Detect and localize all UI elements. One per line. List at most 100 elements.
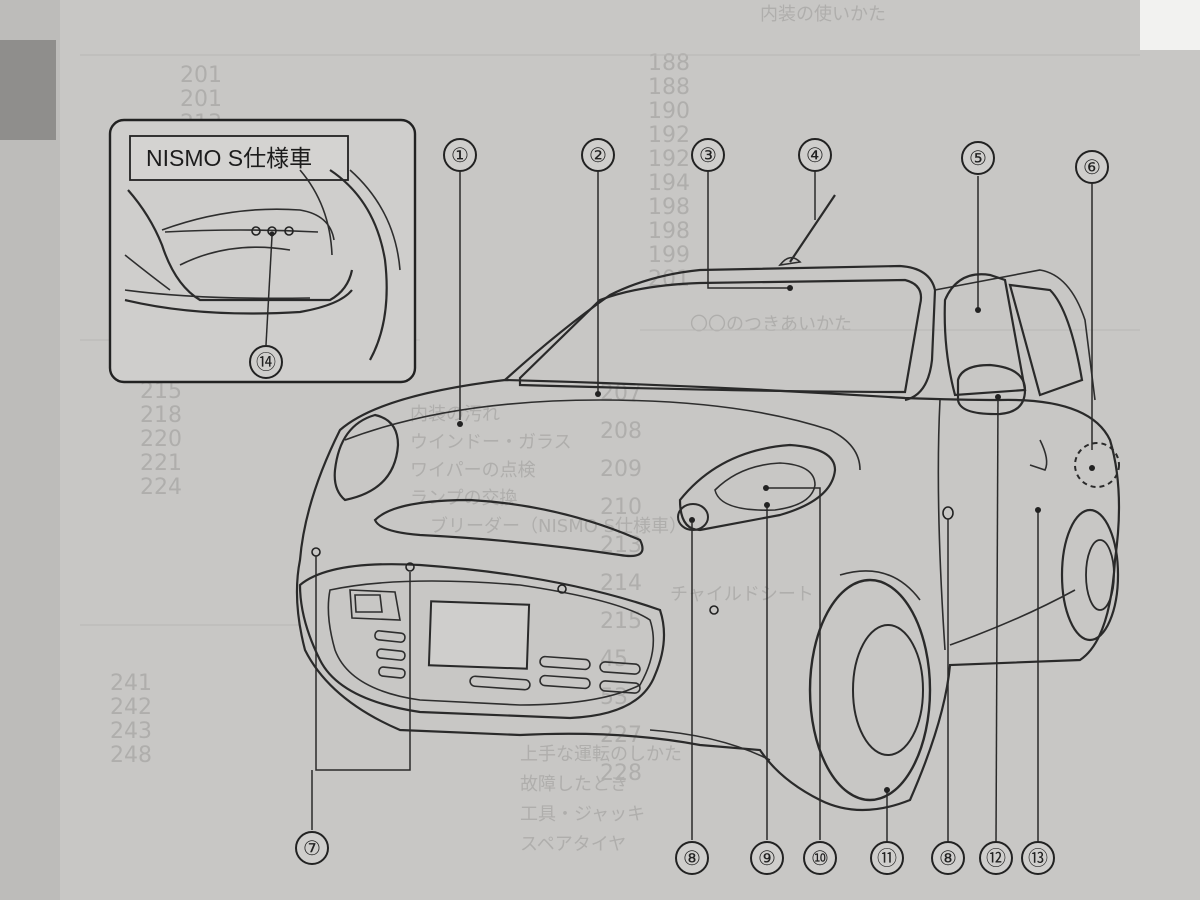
ghost-number: 248 [110,743,152,768]
callout-label: ⑭ [256,350,276,374]
ghost-number: 192 [648,123,690,148]
upper-grille [373,498,644,558]
callout-label: ④ [806,143,824,167]
ghost-phrases: 内装の使いかた内装の汚れウインドー・ガラスワイパーの点検ランプの交換ブリーダー（… [410,4,886,855]
ghost-phrase: 上手な運転のしかた [520,744,682,765]
callout-c7: ⑦ [295,831,329,865]
callout-c12: ⑫ [979,841,1013,875]
rear-tire [1060,508,1120,642]
side-marker-lamp [677,503,709,531]
callout-label: ⑦ [303,836,321,860]
callout-c9: ⑨ [750,841,784,875]
ghost-number: 194 [648,171,690,196]
ghost-phrase: 工具・ジャッキ [520,804,645,825]
door-mirror [956,363,1027,416]
front-tire [808,578,932,802]
callout-label: ⑤ [969,146,987,170]
callout-label: ⑧ [683,846,701,870]
ghost-number: 215 [600,609,642,634]
ghost-number: 209 [600,457,642,482]
ghost-number: 241 [110,671,152,696]
ghost-phrase: チャイルドシート [670,584,814,605]
ghost-phrase: ランプの交換 [410,488,517,509]
callout-label: ③ [699,143,717,167]
ghost-number: 201 [180,63,222,88]
leader-lines [269,172,1095,843]
car-illustration [295,194,1121,812]
callout-c8a: ⑧ [675,841,709,875]
left-headlamp [333,413,400,502]
ghost-number: 243 [110,719,152,744]
callout-c4: ④ [798,138,832,172]
page-tab [0,40,56,140]
front-wheel [852,624,924,756]
callout-label: ② [589,143,607,167]
lower-grille-slats [374,630,641,694]
callout-label: ⑬ [1028,846,1048,870]
ghost-number: 218 [140,403,182,428]
front-bumper [298,563,666,720]
license-plate [427,600,531,670]
page-corner [1140,0,1200,50]
ghost-phrase: スペアタイヤ [520,834,626,855]
callout-c14: ⑭ [249,345,283,379]
sensor-icon [405,562,415,572]
callout-label: ⑩ [811,846,829,870]
ghost-number: 45 [600,647,628,672]
antenna [789,194,836,263]
car-body [295,378,1121,812]
callout-label: ⑧ [939,846,957,870]
ghost-phrase: 内装の汚れ [410,404,500,425]
fuel-lid-marker [1074,442,1120,488]
callout-c10: ⑩ [803,841,837,875]
front-side-window [943,273,1027,397]
ghost-number: 221 [140,451,182,476]
callout-label: ⑨ [758,846,776,870]
inset-title: NISMO S仕様車 [146,145,312,171]
ghost-number: 242 [110,695,152,720]
callout-label: ① [451,143,469,167]
callout-label: ⑪ [877,846,897,870]
callout-c3: ③ [691,138,725,172]
rear-wheel [1085,539,1115,611]
inset-title-box [129,135,349,181]
page-edge [0,0,60,900]
ghost-number: 199 [648,243,690,268]
ghost-phrase: ワイパーの点検 [410,460,536,481]
ghost-number: 224 [140,475,182,500]
ghost-phrase: ブリーダー（NISMO S仕様車） [430,515,687,537]
ghost-number: 208 [600,419,642,444]
ghost-phrase: 内装の使いかた [760,4,886,25]
ghost-number: 210 [600,495,642,520]
callout-c8b: ⑧ [931,841,965,875]
roof-outline [504,264,937,402]
callout-c6: ⑥ [1075,150,1109,184]
callout-c1: ① [443,138,477,172]
ghost-number: 220 [140,427,182,452]
callout-c13: ⑬ [1021,841,1055,875]
ghost-number: 198 [648,219,690,244]
nismo-inset: NISMO S仕様車 [108,118,417,384]
callout-label: ⑫ [986,846,1006,870]
ghost-number: 190 [648,99,690,124]
ghost-phrase: 故障したとき [520,774,628,795]
ghost-number: 214 [600,571,642,596]
ghost-number: 228 [600,761,642,786]
ghost-number: 201 [180,87,222,112]
callout-label: ⑥ [1083,155,1101,179]
inset-sensor-icon [251,226,261,236]
inset-sensor-icon [284,226,294,236]
callout-c2: ② [581,138,615,172]
ghost-number: 188 [648,75,690,100]
inset-frame [108,118,417,384]
rear-side-window [1008,283,1084,397]
ghost-phrase: ウインドー・ガラス [410,432,572,453]
callout-c11: ⑪ [870,841,904,875]
ghost-number: 192 [648,147,690,172]
